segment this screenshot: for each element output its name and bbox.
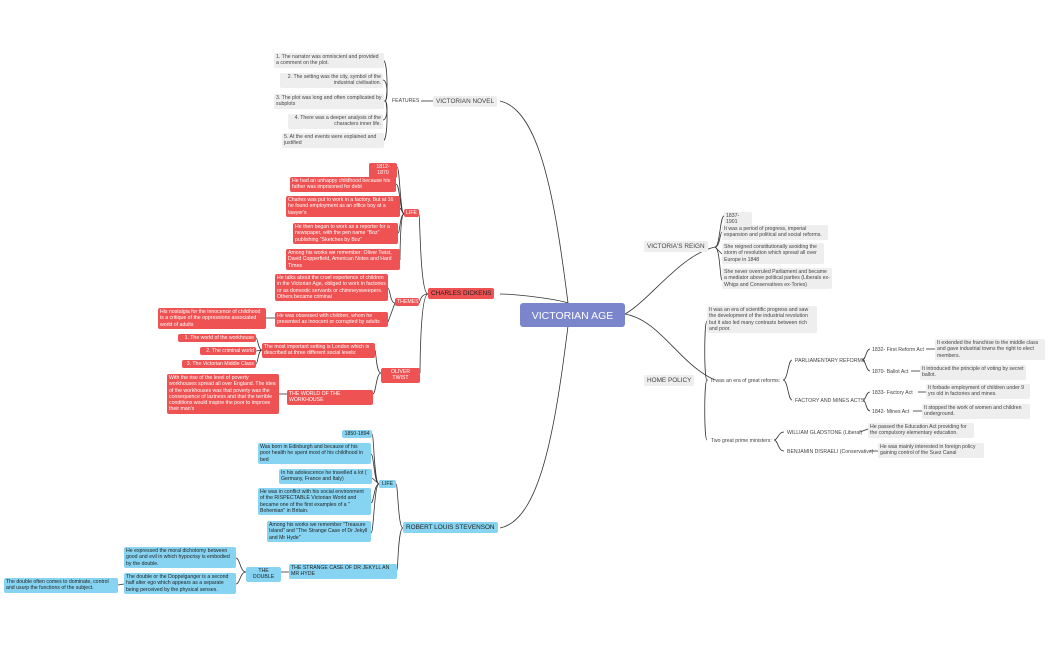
- novel-feature-2[interactable]: 2. The setting was the city, symbol of t…: [280, 73, 383, 88]
- novel-feature-5[interactable]: 5. At the end events were explained and …: [282, 133, 384, 148]
- topic-robert-louis-stevenson[interactable]: ROBERT LOUIS STEVENSON: [403, 522, 498, 533]
- stevenson-life-4[interactable]: Among his works we remember "Treasure Is…: [267, 521, 371, 542]
- novel-feature-1[interactable]: 1. The narrator was omniscient and provi…: [274, 53, 384, 68]
- topic-home-policy[interactable]: HOME POLICY: [644, 375, 695, 386]
- workhouse-label[interactable]: THE WORLD OF THE WORKHOUSE: [287, 390, 373, 405]
- dickens-life-3[interactable]: He then began to work as a reporter for …: [293, 223, 398, 244]
- dickens-theme-1[interactable]: He talks about the cruel experience of c…: [275, 274, 388, 302]
- novel-feature-3[interactable]: 3. The plot was long and often complicat…: [274, 94, 384, 109]
- act-1842-text[interactable]: It stopped the work of women and childre…: [922, 404, 1030, 419]
- act-1832-text[interactable]: It extended the franchise to the middle …: [935, 339, 1045, 360]
- stevenson-life-3[interactable]: He was in conflict with his social envir…: [258, 488, 371, 516]
- double-item-2[interactable]: The double or the Doppelganger is a seco…: [124, 573, 236, 594]
- prime-ministers-label[interactable]: Two great prime ministers:: [711, 438, 772, 444]
- dickens-oliver-twist-label[interactable]: OLIVER TWIST: [381, 368, 420, 383]
- act-1842[interactable]: 1842- Mines Act: [872, 409, 910, 415]
- workhouse-text[interactable]: With the rise of the level of poverty wo…: [167, 374, 279, 414]
- dickens-dates[interactable]: 1812-1870: [369, 163, 397, 178]
- act-1833[interactable]: 1833- Factory Act: [872, 390, 913, 396]
- act-1870-text[interactable]: It introduced the principle of voting by…: [920, 365, 1026, 380]
- dickens-themes-label[interactable]: THEMES: [395, 298, 419, 307]
- topic-victorias-reign[interactable]: VICTORIA'S REIGN: [644, 241, 708, 252]
- double-often[interactable]: The double often comes to dominate, cont…: [4, 578, 118, 593]
- novel-feature-4[interactable]: 4. There was a deeper analysis of the ch…: [288, 114, 383, 129]
- oliver-setting[interactable]: The most important setting is London whi…: [262, 343, 375, 358]
- dickens-life-4[interactable]: Among his works we remember: Oliver Twis…: [286, 249, 400, 270]
- reign-item-1[interactable]: It was a period of progress, imperial ex…: [722, 225, 828, 240]
- stevenson-dates[interactable]: 1850-1894: [342, 430, 372, 439]
- dickens-theme-2[interactable]: He was obsessed with children, whom he p…: [275, 312, 388, 327]
- reign-item-3[interactable]: She never overruled Parliament and becam…: [722, 268, 832, 289]
- double-item-1[interactable]: He expressed the moral dichotomy between…: [124, 547, 236, 568]
- stevenson-life-2[interactable]: In his adolescence he travelled a lot ( …: [279, 469, 372, 484]
- double-label[interactable]: THE DOUBLE: [246, 567, 281, 582]
- home-policy-intro[interactable]: It was an era of scientific progress and…: [707, 306, 817, 334]
- strange-case-label[interactable]: THE STRANGE CASE OF DR JEKYLL AN MR HYDE: [289, 564, 397, 579]
- topic-charles-dickens[interactable]: CHARLES DICKENS: [428, 288, 495, 299]
- topic-victorian-novel[interactable]: VICTORIAN NOVEL: [433, 96, 498, 107]
- oliver-level-1[interactable]: 1. The world of the workhouse: [178, 334, 256, 343]
- oliver-level-3[interactable]: 3. The Victorian Middle Class: [182, 360, 256, 369]
- act-1870[interactable]: 1870- Ballot Act: [872, 369, 909, 375]
- gladstone-text[interactable]: He passed the Education Act providing fo…: [868, 423, 974, 438]
- disraeli-label[interactable]: BENJAMIN DISRAELI (Conservative): [787, 449, 874, 455]
- stevenson-life-1[interactable]: Was born in Edinburgh and because of his…: [258, 443, 371, 464]
- label-features[interactable]: FEATURES: [392, 98, 420, 104]
- dickens-life-1[interactable]: He had an unhappy childhood because his …: [290, 177, 396, 192]
- factory-mines-label[interactable]: FACTORY AND MINES ACTS: [795, 398, 865, 404]
- act-1832[interactable]: 1832- First Reform Act: [872, 347, 924, 353]
- reign-item-2[interactable]: She reigned constitutionally avoiding th…: [722, 243, 824, 264]
- reign-dates[interactable]: 1837-1901: [724, 212, 752, 227]
- root-topic[interactable]: VICTORIAN AGE: [520, 303, 625, 327]
- dickens-life-2[interactable]: Charles was put to work in a factory. Bu…: [286, 196, 400, 217]
- oliver-level-2[interactable]: 2. The criminal world: [200, 347, 256, 356]
- act-1833-text[interactable]: It forbade employment of children under …: [926, 384, 1030, 399]
- dickens-life-label[interactable]: LIFE: [404, 209, 419, 218]
- dickens-theme-3[interactable]: His nostalgia for the innocence of child…: [158, 308, 266, 329]
- gladstone-label[interactable]: WILLIAM GLADSTONE (Liberal): [787, 430, 863, 436]
- home-policy-reforms-label[interactable]: It was an era of great reforms:: [711, 378, 781, 384]
- disraeli-text[interactable]: He was mainly interested in foreign poli…: [878, 443, 984, 458]
- parliamentary-reforms-label[interactable]: PARLIAMENTARY REFORMS: [795, 358, 866, 364]
- stevenson-life-label[interactable]: LIFE: [379, 480, 396, 489]
